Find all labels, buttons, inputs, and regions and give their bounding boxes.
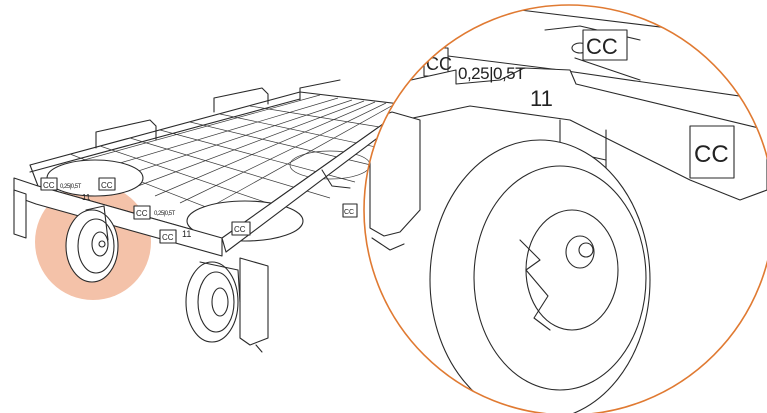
detail-plate-code-label: CC bbox=[586, 34, 618, 59]
detail-load-label: 0,25|0,5T bbox=[458, 64, 525, 83]
front-number-label: 11 bbox=[182, 229, 191, 239]
side-code-label: CC bbox=[344, 209, 354, 216]
detail-right-code-label: CC bbox=[694, 141, 729, 168]
front-wheel bbox=[185, 261, 241, 343]
front-load-label: 0,25|0,5T bbox=[154, 211, 176, 217]
corner-number-label: 11 bbox=[82, 193, 91, 202]
corner-wheel bbox=[65, 205, 119, 283]
corner-code-label: CC bbox=[43, 181, 55, 190]
detail-number-label: 11 bbox=[530, 86, 553, 111]
corner-load-label: 0,25|0,5T bbox=[60, 184, 82, 190]
detail-left-code-label: CC bbox=[426, 54, 452, 74]
front-code-label: CC bbox=[136, 209, 148, 218]
detail-wheel bbox=[429, 139, 651, 413]
front-code-label-2: CC bbox=[162, 233, 174, 242]
plate-code-label-2: CC bbox=[234, 225, 246, 234]
plate-code-label-1: CC bbox=[101, 181, 113, 190]
detail-circle-outline bbox=[363, 4, 767, 413]
